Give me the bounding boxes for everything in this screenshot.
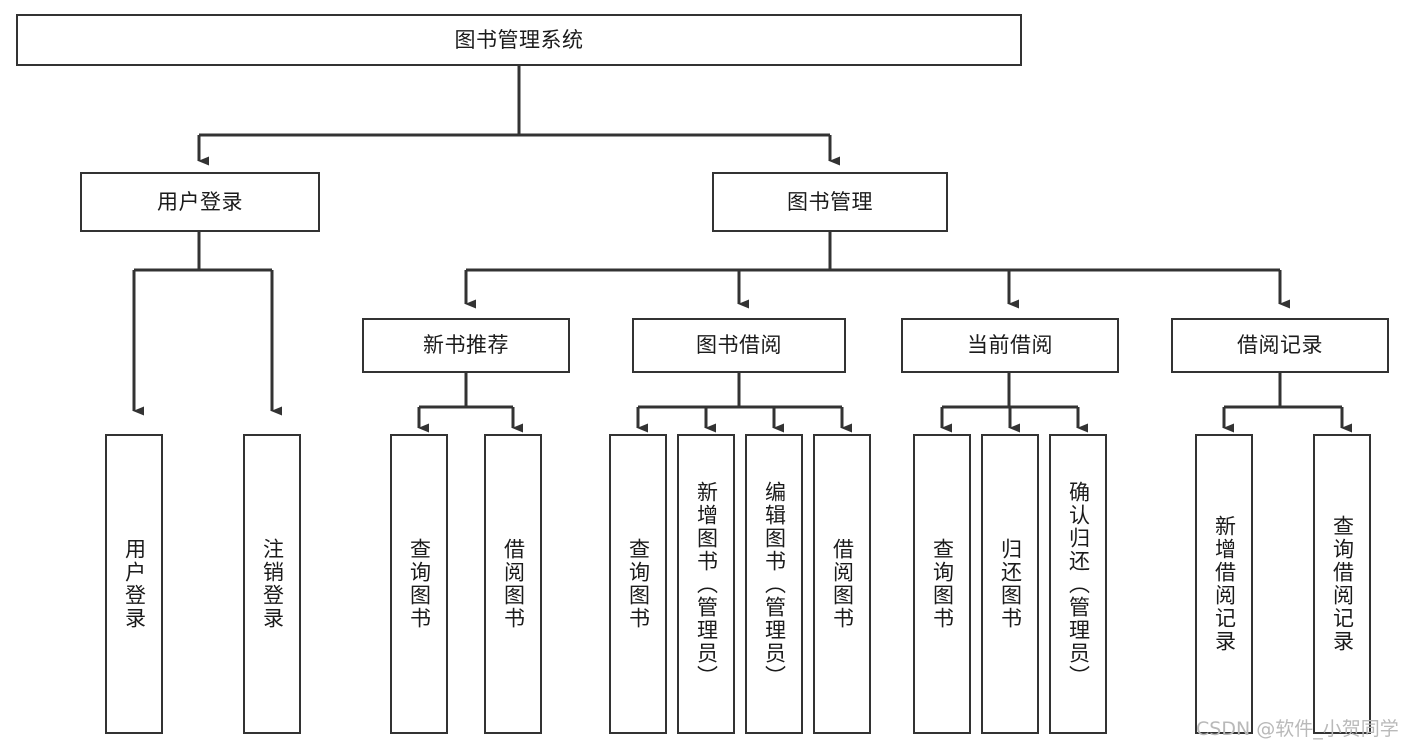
- node-root-label: 图书管理系统: [454, 27, 584, 52]
- node-leaf-query-book-2-label: 查询图书: [626, 538, 651, 630]
- node-leaf-borrow-book-1[interactable]: 借阅图书: [484, 434, 542, 734]
- node-user-login-label: 用户登录: [157, 189, 243, 214]
- node-leaf-query-borrow-record-label: 查询借阅记录: [1330, 515, 1355, 653]
- node-current-borrow[interactable]: 当前借阅: [901, 318, 1119, 373]
- node-leaf-logout-login-label: 注销登录: [260, 538, 285, 630]
- node-leaf-add-borrow-record[interactable]: 新增借阅记录: [1195, 434, 1253, 734]
- node-leaf-query-book-3-label: 查询图书: [930, 538, 955, 630]
- node-leaf-edit-book-admin-label: 编辑图书（管理员）: [762, 480, 787, 688]
- node-leaf-return-book-label: 归还图书: [998, 538, 1023, 630]
- node-borrow-record-label: 借阅记录: [1237, 333, 1323, 358]
- node-book-manage-label: 图书管理: [787, 189, 873, 214]
- node-leaf-query-book-3[interactable]: 查询图书: [913, 434, 971, 734]
- node-leaf-borrow-book-2-label: 借阅图书: [830, 538, 855, 630]
- node-new-book-recommend[interactable]: 新书推荐: [362, 318, 570, 373]
- node-user-login[interactable]: 用户登录: [80, 172, 320, 232]
- node-leaf-borrow-book-2[interactable]: 借阅图书: [813, 434, 871, 734]
- node-borrow-record[interactable]: 借阅记录: [1171, 318, 1389, 373]
- node-leaf-borrow-book-1-label: 借阅图书: [501, 538, 526, 630]
- node-root[interactable]: 图书管理系统: [16, 14, 1022, 66]
- node-leaf-query-book-1[interactable]: 查询图书: [390, 434, 448, 734]
- node-leaf-add-borrow-record-label: 新增借阅记录: [1212, 515, 1237, 653]
- node-leaf-query-book-2[interactable]: 查询图书: [609, 434, 667, 734]
- node-leaf-query-book-1-label: 查询图书: [407, 538, 432, 630]
- node-leaf-query-borrow-record[interactable]: 查询借阅记录: [1313, 434, 1371, 734]
- node-leaf-user-login-label: 用户登录: [122, 538, 147, 630]
- node-new-book-recommend-label: 新书推荐: [423, 333, 509, 358]
- node-book-borrow-label: 图书借阅: [696, 333, 782, 358]
- csdn-watermark: CSDN @软件_小贺同学: [1196, 718, 1399, 740]
- node-current-borrow-label: 当前借阅: [967, 333, 1053, 358]
- node-leaf-edit-book-admin[interactable]: 编辑图书（管理员）: [745, 434, 803, 734]
- node-leaf-user-login[interactable]: 用户登录: [105, 434, 163, 734]
- node-leaf-confirm-return-admin[interactable]: 确认归还（管理员）: [1049, 434, 1107, 734]
- node-leaf-add-book-admin[interactable]: 新增图书（管理员）: [677, 434, 735, 734]
- node-leaf-logout-login[interactable]: 注销登录: [243, 434, 301, 734]
- node-leaf-confirm-return-admin-label: 确认归还（管理员）: [1066, 480, 1091, 688]
- node-leaf-add-book-admin-label: 新增图书（管理员）: [694, 480, 719, 688]
- node-book-manage[interactable]: 图书管理: [712, 172, 948, 232]
- node-book-borrow[interactable]: 图书借阅: [632, 318, 846, 373]
- node-leaf-return-book[interactable]: 归还图书: [981, 434, 1039, 734]
